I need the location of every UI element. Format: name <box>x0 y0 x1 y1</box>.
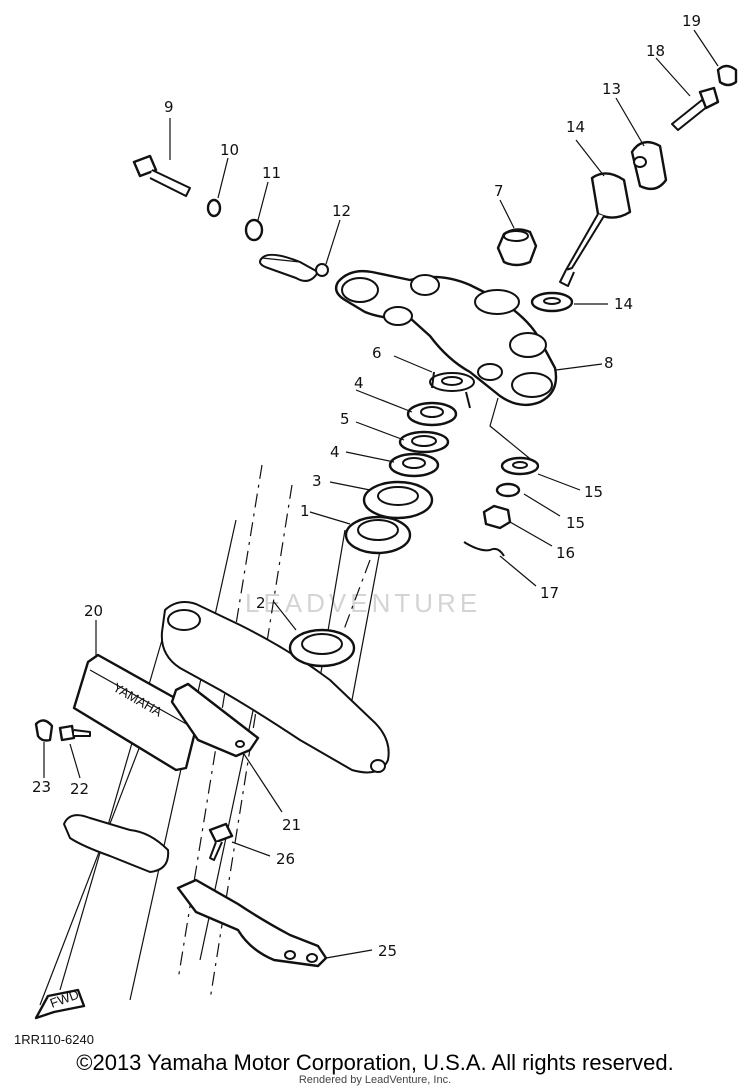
callout-15-lower: 15 <box>584 483 603 501</box>
leader-lines <box>43 29 719 959</box>
callout-6: 6 <box>372 344 382 362</box>
callout-1: 1 <box>300 502 310 520</box>
callout-15-upper: 14 <box>614 295 633 313</box>
copyright-notice: ©2013 Yamaha Motor Corporation, U.S.A. A… <box>76 1050 674 1075</box>
callout-14: 14 <box>566 118 585 136</box>
callout-10: 10 <box>220 141 239 159</box>
callout-8: 8 <box>604 354 614 372</box>
part-17-nut <box>482 504 512 530</box>
part-10-washer <box>206 198 222 218</box>
callout-16: 15 <box>566 514 585 532</box>
callout-5: 5 <box>340 410 350 428</box>
callout-13: 13 <box>602 80 621 98</box>
part-6-lock-washer <box>429 371 475 409</box>
part-25-stay <box>176 878 328 968</box>
ring-nut-lower <box>388 452 440 478</box>
part-8-upper-bracket <box>334 269 558 407</box>
callout-3: 3 <box>312 472 322 490</box>
part-11-washer <box>244 218 319 282</box>
part-18-band <box>463 541 505 557</box>
part-5-washer <box>398 430 450 454</box>
fwd-arrow-icon: FWD <box>34 987 86 1020</box>
callout-26: 26 <box>276 850 295 868</box>
callout-21: 20 <box>84 602 103 620</box>
callout-4-lower: 4 <box>330 443 340 461</box>
callout-4-upper: 4 <box>354 374 364 392</box>
part-14-handlebar <box>559 172 632 287</box>
part-22-bracket <box>170 682 260 758</box>
part-13-holder <box>630 140 668 191</box>
callout-2: 2 <box>256 594 266 612</box>
callout-12: 12 <box>332 202 351 220</box>
part-2-bearing <box>288 628 356 668</box>
part-15-washer-upper <box>530 291 574 313</box>
rendered-by-notice: Rendered by LeadVenture, Inc. <box>298 1074 452 1086</box>
fork-lower-bracket <box>63 814 170 873</box>
callout-24: 23 <box>32 778 51 796</box>
callout-17: 16 <box>556 544 575 562</box>
callout-11: 11 <box>262 164 281 182</box>
part-26-bolt <box>208 822 234 861</box>
callout-25: 25 <box>378 942 397 960</box>
part-1-bearing <box>344 515 412 555</box>
under-bracket <box>160 601 390 774</box>
part-21-emblem-plate: YAMAHA <box>72 653 202 772</box>
callout-20: 19 <box>682 12 701 30</box>
part-23-bolt <box>58 724 91 742</box>
part-20-cap <box>716 64 738 87</box>
ring-nut-upper <box>406 401 458 427</box>
part-24-nut <box>34 719 54 742</box>
part-9-bolt <box>132 154 191 197</box>
callout-22: 21 <box>282 816 301 834</box>
callout-23: 22 <box>70 780 89 798</box>
callout-9: 9 <box>164 98 174 116</box>
part-12-clip <box>315 263 329 277</box>
part-19-bolt <box>671 86 720 131</box>
diagram-code: 1RR110-6240 <box>14 1032 94 1047</box>
part-3-seal <box>362 480 434 520</box>
watermark: LEADVENTURE <box>245 588 481 618</box>
callout-19: 18 <box>646 42 665 60</box>
part-7-cap-nut <box>496 228 538 267</box>
callout-labels: 9 10 11 12 7 14 13 18 19 14 8 6 4 5 4 3 … <box>32 12 701 960</box>
callout-18: 17 <box>540 584 559 602</box>
callout-7: 7 <box>494 182 504 200</box>
part-16-lock-washer <box>495 482 521 498</box>
part-15-washer-lower <box>500 456 540 476</box>
